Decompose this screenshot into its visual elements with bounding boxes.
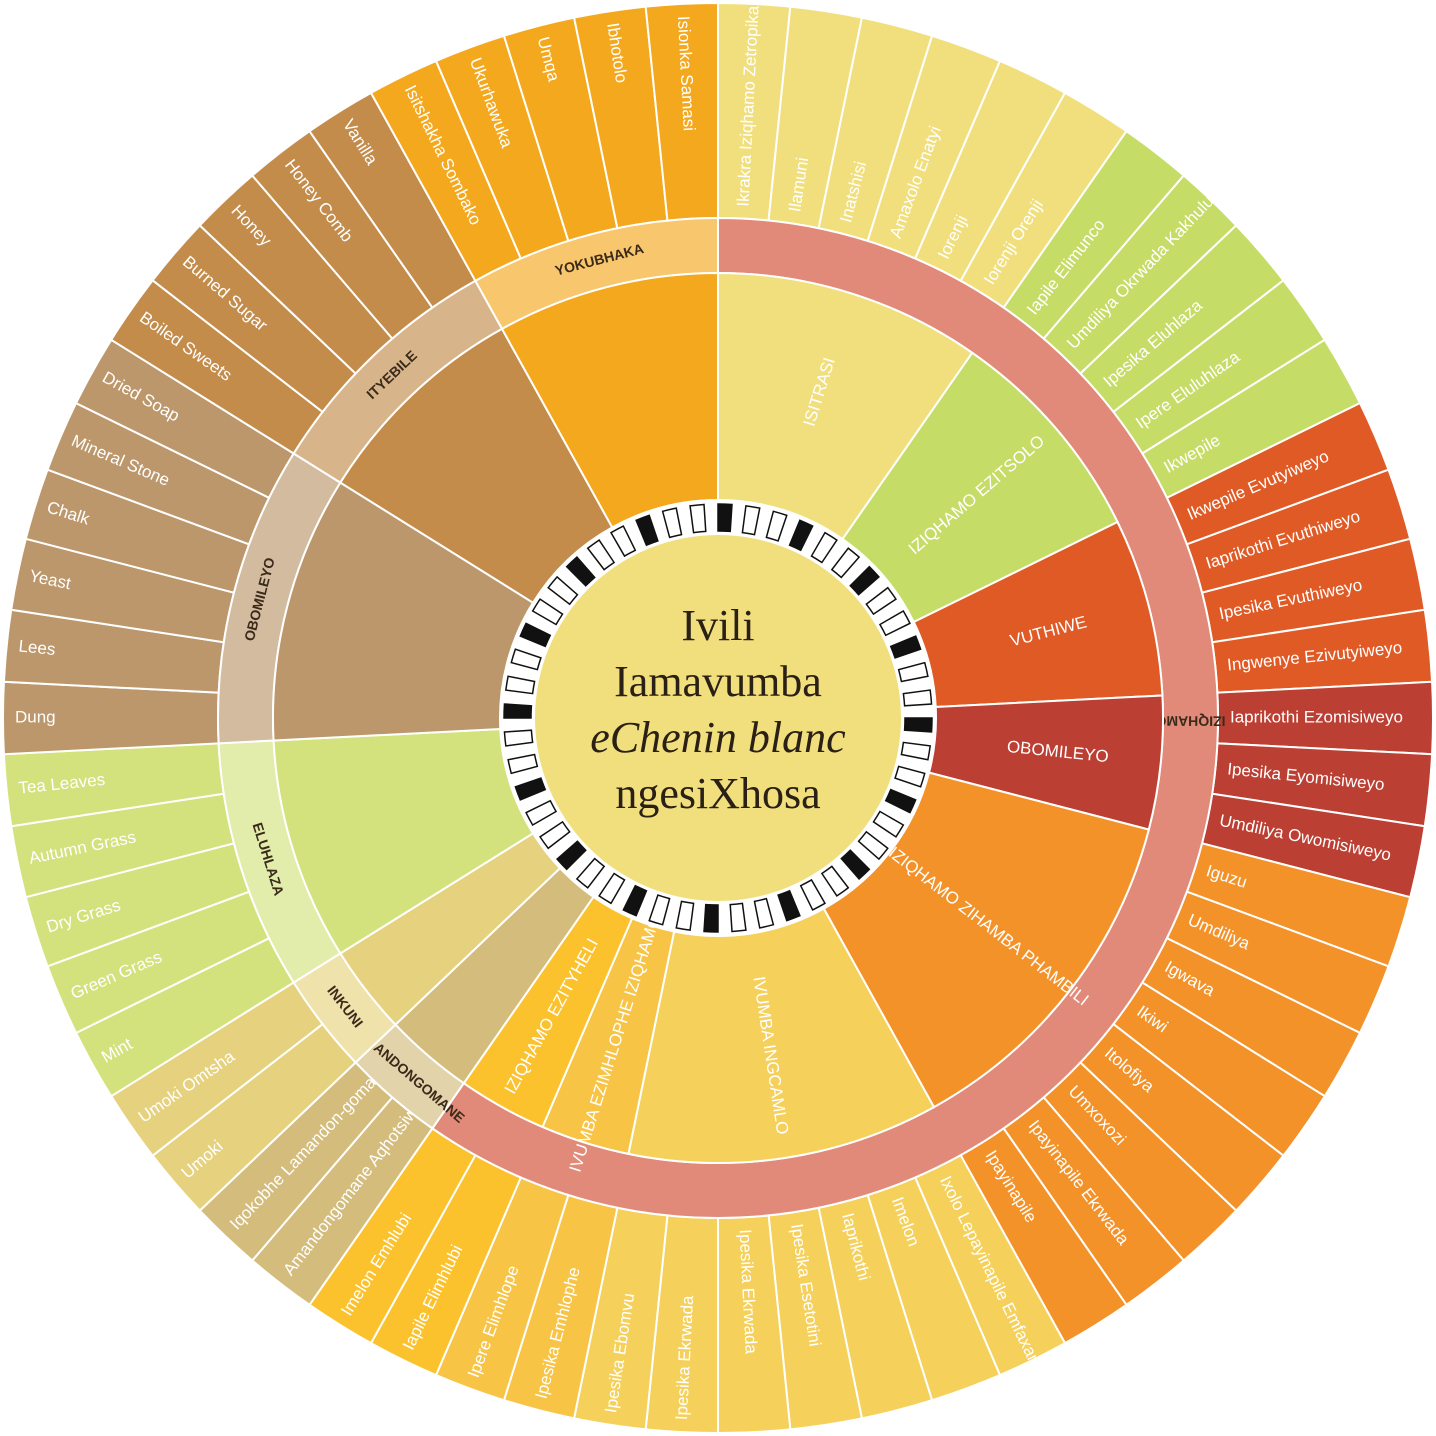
pattern-mark [661,507,683,539]
center-disc [535,535,901,901]
pattern-mark [648,894,671,926]
pattern-mark [820,865,850,897]
pattern-mark [675,900,695,932]
pattern-mark [765,510,788,542]
pattern-mark [510,648,542,671]
descriptor-label: Dung [15,707,56,726]
pattern-mark [788,519,814,552]
pattern-mark [586,539,616,571]
pattern-mark [547,575,579,606]
pattern-mark [889,635,922,659]
pattern-mark [897,661,929,683]
band-label: IZIQHAMO [1155,713,1225,729]
title-line-4: ngesiXhosa [615,769,820,818]
pattern-mark [519,622,552,648]
pattern-mark [504,675,536,695]
title-line-2: Iamavumba [614,657,822,706]
pattern-mark [878,609,911,637]
pattern-mark [840,849,871,880]
middle-band-ring: IZIQHAMOAMANDONGOMANEINKUNIELUHLAZAOBOMI… [217,216,1226,1219]
pattern-mark [753,897,775,929]
pattern-mark [729,902,747,933]
pattern-mark [865,586,897,616]
title-line-1: Ivili [681,601,754,650]
pattern-mark [503,703,533,719]
pattern-mark [531,598,564,626]
pattern-mark [903,717,933,733]
pattern-mark [857,830,889,861]
pattern-mark [556,840,587,871]
pattern-mark [902,689,933,707]
descriptor-label: Lees [18,636,57,659]
pattern-mark [539,820,571,850]
pattern-mark [741,504,761,536]
title-line-3: eChenin blanc [590,713,846,762]
pattern-mark [598,872,626,905]
pattern-mark [689,503,707,534]
pattern-mark [609,525,637,558]
pattern-mark [525,799,558,827]
pattern-mark [635,514,659,547]
pattern-mark [900,741,932,761]
category-iziqhamo-zihamba-phambili [822,771,1151,1109]
pattern-mark [717,503,733,533]
pattern-mark [799,878,827,911]
pattern-mark [565,556,596,587]
wheel-title: Ivili Iamavumba eChenin blanc ngesiXhosa [590,601,846,818]
pattern-mark [507,753,539,775]
pattern-mark [503,729,534,747]
pattern-mark [810,531,838,564]
pattern-mark [575,857,606,889]
pattern-mark [884,788,917,814]
pattern-mark [830,547,861,579]
pattern-mark [622,884,648,917]
pattern-mark [894,765,926,788]
pattern-mark [777,889,801,922]
pattern-mark [514,777,547,801]
pattern-mark [872,810,905,838]
pattern-mark [703,903,719,933]
pattern-mark [849,565,880,596]
descriptor-label: Iaprikothi Ezomisiweyo [1230,707,1403,726]
